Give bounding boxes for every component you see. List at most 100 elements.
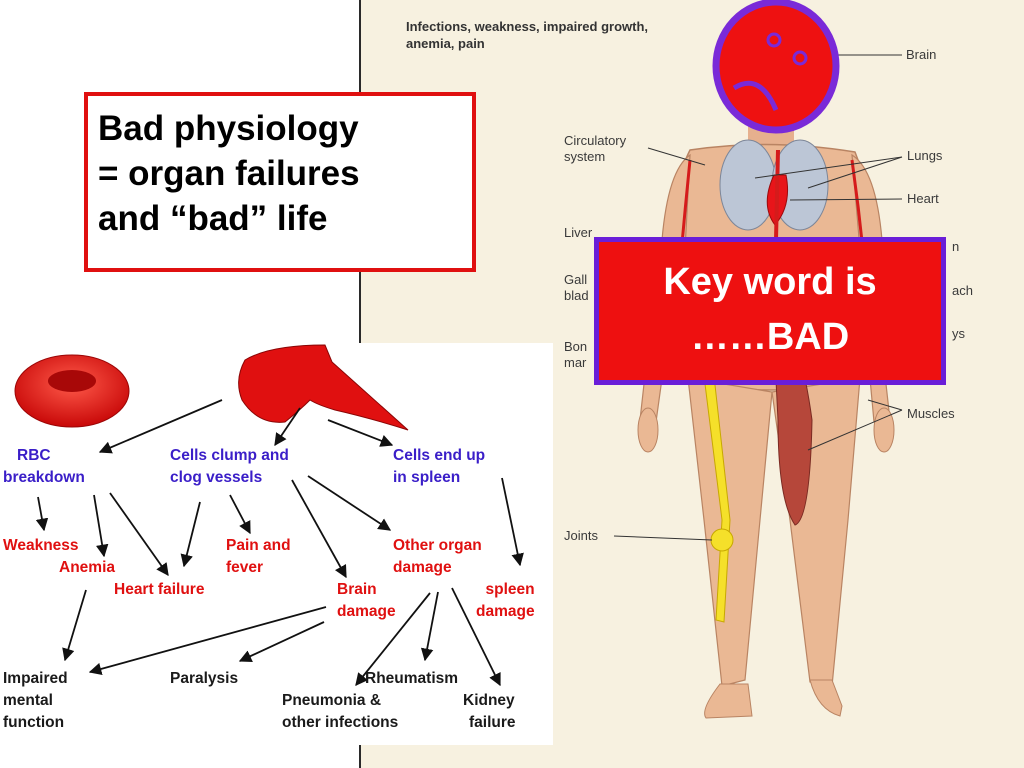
node-spleen-damage: spleen damage <box>476 579 535 623</box>
arrow-weakness-to-impaired <box>62 589 87 662</box>
node-rbc-breakdown: RBC breakdown <box>3 445 85 489</box>
label-lungs: Lungs <box>907 148 943 163</box>
bad-physiology-box: Bad physiology = organ failures and “bad… <box>84 92 476 272</box>
label-stomach-partial: ach <box>952 283 973 298</box>
node-sdmg-line-1: spleen <box>485 581 535 598</box>
arrow-clump-to-heart <box>180 501 201 568</box>
key-word-box: Key word is ……BAD <box>594 237 946 385</box>
node-rbc-line-2: breakdown <box>3 469 85 486</box>
flowchart-graphics <box>14 344 524 687</box>
node-brain-line-1: Brain <box>337 581 377 598</box>
label-bone-line-2: mar <box>564 355 587 370</box>
node-brain-damage: Brain damage <box>337 579 396 623</box>
node-kidney-line-1: Kidney <box>463 692 515 709</box>
node-brain-line-2: damage <box>337 603 396 620</box>
node-pain-line-2: fever <box>226 559 264 576</box>
key-word-line-2: ……BAD <box>690 316 850 358</box>
right-foot <box>704 683 753 719</box>
leader-lungs-a <box>754 156 903 179</box>
arrow-spleen-to-damage <box>501 477 524 567</box>
node-weakness: Weakness <box>3 537 79 554</box>
node-spleen-line-1: Cells end up <box>393 447 486 464</box>
label-gall-line-2: blad <box>564 288 589 303</box>
arrow-sickle-to-clump <box>274 407 301 447</box>
bad-physiology-line-1: Bad physiology <box>98 109 359 148</box>
sad-face-left-eye <box>766 32 782 48</box>
arrow-clump-to-pain <box>229 494 251 535</box>
node-spleen-line-2: in spleen <box>393 469 461 486</box>
node-impaired-mental: Impaired mental function <box>3 668 68 734</box>
arrow-rbc-to-anemia <box>93 494 109 558</box>
label-circulatory-line-1: Circulatory <box>564 133 627 148</box>
arrow-clump-to-brain <box>291 479 347 579</box>
node-organ-line-2: damage <box>393 559 452 576</box>
node-impaired-line-2: mental <box>3 692 53 709</box>
aorta <box>774 149 780 241</box>
label-gall-bladder: Gall blad <box>564 272 589 304</box>
label-kidneys-partial: ys <box>952 326 965 341</box>
arrow-organ-to-kidney <box>451 587 501 687</box>
node-organ-line-1: Other organ <box>393 537 482 554</box>
arrow-sickle-to-spleen <box>327 419 394 447</box>
leader-heart <box>789 198 903 201</box>
node-kidney-line-2: failure <box>469 714 516 731</box>
node-cells-spleen: Cells end up in spleen <box>393 445 485 489</box>
normal-rbc-center <box>48 370 96 392</box>
node-pain-fever: Pain and fever <box>226 535 291 579</box>
knee-joint <box>710 528 734 552</box>
label-joints: Joints <box>564 528 598 543</box>
node-pain-line-1: Pain and <box>226 537 291 554</box>
label-circulatory-line-2: system <box>564 149 606 164</box>
node-rheumatism: Rheumatism <box>365 670 459 687</box>
node-clump-line-1: Cells clump and <box>170 447 289 464</box>
left-hand <box>873 407 895 453</box>
sad-face-mouth <box>732 80 779 112</box>
arrow-rbc-to-heart <box>109 492 169 577</box>
leader-joints <box>613 535 713 541</box>
label-bone-marrow: Bon mar <box>564 339 587 371</box>
key-word-line-1: Key word is <box>663 261 877 303</box>
figure-header-line-1: Infections, weakness, impaired growth, <box>406 19 649 34</box>
node-sdmg-line-2: damage <box>476 603 535 620</box>
label-liver: Liver <box>564 225 593 240</box>
label-muscles: Muscles <box>907 406 955 421</box>
label-circulatory-system: Circulatory system <box>564 133 626 165</box>
leader-lungs-b <box>807 156 903 189</box>
bad-physiology-line-3: and “bad” life <box>98 199 328 238</box>
sad-face <box>712 0 840 134</box>
arrow-brain-to-impaired <box>88 606 327 676</box>
arrow-organ-to-rheumatism <box>420 591 439 662</box>
leader-muscles-b <box>867 399 903 411</box>
label-bone-line-1: Bon <box>564 339 588 354</box>
node-cells-clump: Cells clump and clog vessels <box>170 445 289 489</box>
node-impaired-line-3: function <box>3 714 65 731</box>
figure-header-line-2: anemia, pain <box>406 36 485 51</box>
label-gall-line-1: Gall <box>564 272 588 287</box>
node-pneumonia: Pneumonia & other infections <box>282 690 398 734</box>
figure-header: Infections, weakness, impaired growth, a… <box>406 18 648 52</box>
node-clump-line-2: clog vessels <box>170 469 263 486</box>
node-paralysis: Paralysis <box>170 670 239 687</box>
right-hand <box>637 407 659 453</box>
left-foot <box>809 679 843 717</box>
arrow-brain-to-paralysis <box>238 621 325 662</box>
label-brain: Brain <box>906 47 937 62</box>
node-impaired-line-1: Impaired <box>3 670 68 687</box>
right-lung <box>719 139 777 231</box>
sickle-cell-icon <box>238 344 409 431</box>
node-pneumonia-line-2: other infections <box>282 714 399 731</box>
bad-physiology-line-2: = organ failures <box>98 154 360 193</box>
node-heart-failure: Heart failure <box>114 581 205 598</box>
label-spleen-partial: n <box>952 239 960 254</box>
sad-face-right-eye <box>792 50 808 66</box>
node-kidney-failure: Kidney failure <box>463 690 516 734</box>
node-rbc-line-1: RBC <box>17 447 51 464</box>
leader-muscles-a <box>807 409 903 451</box>
arrow-clump-to-organ <box>307 475 392 531</box>
leader-circulatory <box>647 147 706 166</box>
arrow-rbc-to-weakness <box>35 496 49 532</box>
arrow-sickle-to-rbc <box>98 399 223 454</box>
node-other-organ: Other organ damage <box>393 535 482 579</box>
node-pneumonia-line-1: Pneumonia & <box>282 692 382 709</box>
arrow-organ-to-pneumonia <box>355 592 431 686</box>
